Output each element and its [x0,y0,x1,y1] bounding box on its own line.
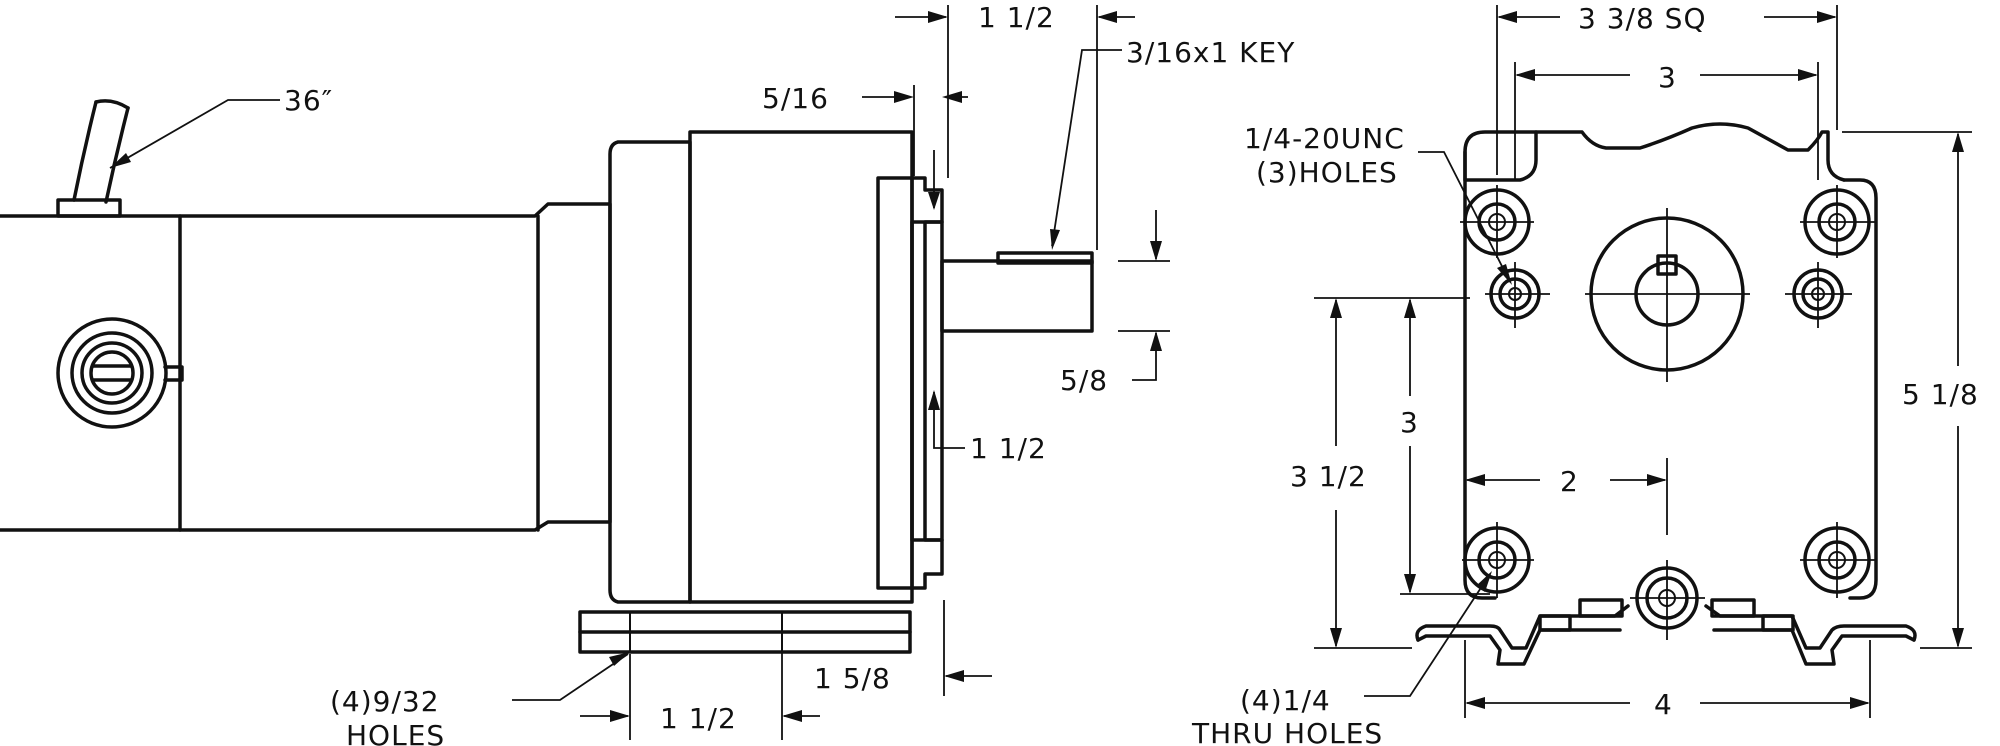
bolt-spacing-h-dim: 3 [1514,61,1819,180]
base-holes-word-label: HOLES [346,719,445,746]
pilot-diameter-dim: 1 1/2 [928,390,1047,465]
thru-holes-word-label: THRU HOLES [1191,717,1383,746]
shaft-extension-label: 1 1/2 [978,1,1055,34]
side-view: 36″ 1 1/2 3/16x1 KEY 5/16 [0,1,1295,746]
flange-outline [1463,122,1878,600]
end-view: 3 3/8 SQ 3 1/4-20UNC (3)HOLES [1191,2,1979,746]
lead-length-callout: 36″ [109,84,333,169]
flange-square-dim: 3 3/8 SQ [1496,2,1838,175]
flange-square-label: 3 3/8 SQ [1578,2,1707,35]
tapped-holes-count-label: (3)HOLES [1256,156,1398,189]
key-callout: 3/16x1 KEY [1050,36,1295,250]
shaft-extension-dim: 1 1/2 [895,1,1135,250]
lead-wire [56,99,130,218]
bolt-spacing-v-label: 3 [1400,406,1419,439]
lead-length-label: 36″ [284,84,333,117]
base-to-flange-label: 1 5/8 [814,662,891,695]
base-width-dim: 4 [1464,640,1871,721]
pilot-depth-dim: 5/16 [762,82,968,210]
base-width-label: 4 [1654,688,1673,721]
shaft-diameter-dim: 5/8 [1060,210,1170,397]
bolt-spacing-h-label: 3 [1658,61,1677,94]
thru-holes-count-label: (4)1/4 [1240,684,1331,717]
pilot-diameter-label: 1 1/2 [970,432,1047,465]
output-shaft [940,251,1094,333]
thru-holes-callout: (4)1/4 THRU HOLES [1191,571,1492,746]
key-label: 3/16x1 KEY [1126,36,1295,69]
shaft-center-height-dim: 3 1/2 [1290,297,1470,649]
centerlines [1460,185,1875,640]
tapped-holes-spec-label: 1/4-20UNC [1244,122,1405,155]
conduit-connector [56,317,184,429]
end-view-base [1415,598,1917,666]
shaft-offset-label: 2 [1560,465,1579,498]
shaft-diameter-label: 5/8 [1060,364,1108,397]
pilot-depth-label: 5/16 [762,82,829,115]
base-holes-count-label: (4)9/32 [330,685,440,718]
base-holes-callout: (4)9/32 HOLES [330,652,630,746]
overall-height-dim: 5 1/8 [1842,131,1979,649]
shaft-offset-dim: 2 [1465,465,1667,498]
base-hole-spacing-dim: 1 1/2 [580,614,820,740]
gearbox-housing [608,130,944,604]
overall-height-label: 5 1/8 [1902,378,1979,411]
shaft-center-height-label: 3 1/2 [1290,460,1367,493]
bolt-spacing-v-dim: 3 [1400,298,1490,595]
base-to-flange-dim: 1 5/8 [814,600,992,696]
tapped-holes-callout: 1/4-20UNC (3)HOLES [1244,122,1512,285]
base-hole-spacing-label: 1 1/2 [660,702,737,735]
output-shaft-end [1589,216,1745,372]
mounting-base [578,610,912,654]
